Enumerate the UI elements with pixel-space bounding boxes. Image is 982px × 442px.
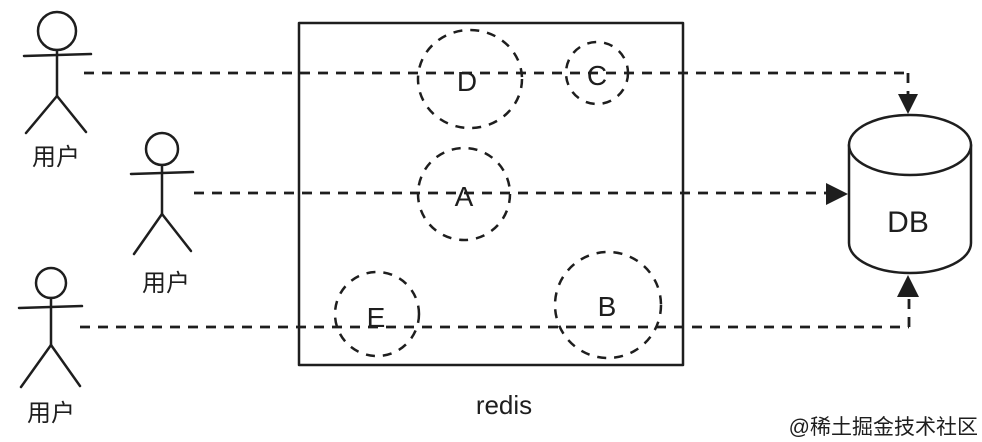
cache-node-circle: [553, 250, 663, 360]
cache-node-e: E: [333, 270, 421, 358]
arrowhead-up-icon: [897, 275, 919, 297]
arrow-user1-to-db: [84, 71, 918, 114]
user-label-3: 用户: [27, 400, 75, 427]
db-cylinder-body: [847, 143, 973, 275]
actor-arms: [129, 170, 195, 176]
cache-node-circle: [564, 40, 630, 106]
db-cylinder-top: [847, 113, 973, 177]
cache-node-a: A: [416, 146, 512, 242]
cache-node-label: B: [598, 291, 617, 322]
actor-leg-right: [160, 212, 193, 253]
db-cylinder: DB: [847, 113, 973, 275]
cache-node-label: D: [457, 66, 477, 97]
actor-head: [144, 131, 180, 167]
arrow-user3-to-db: [80, 275, 919, 329]
cache-node-circle: [333, 270, 421, 358]
user-label-1: 用户: [32, 144, 80, 171]
redis-label: redis: [476, 390, 532, 420]
actor-leg-left: [132, 212, 164, 256]
actor-leg-right: [49, 343, 82, 388]
cache-node-label: C: [587, 60, 607, 91]
user-actor-1: [22, 10, 93, 135]
user-actor-3: [17, 266, 84, 389]
actor-head: [34, 266, 68, 300]
watermark: @稀土掘金技术社区: [789, 416, 978, 439]
arrow-user2-to-db: [194, 183, 848, 205]
db-label: DB: [887, 206, 929, 239]
user-label-2: 用户: [142, 270, 190, 297]
actor-arms: [22, 52, 93, 58]
actor-leg-left: [24, 94, 59, 135]
cache-node-d: D: [416, 28, 524, 130]
cache-node-circle: [416, 28, 524, 130]
cache-node-c: C: [564, 40, 630, 106]
cache-node-circle: [416, 146, 512, 242]
actor-head: [36, 10, 78, 52]
actor-leg-right: [55, 94, 88, 134]
cache-node-label: E: [367, 302, 386, 333]
cache-node-label: A: [455, 181, 474, 212]
arrowhead-right-icon: [826, 183, 848, 205]
redis-box: [297, 21, 685, 367]
actor-leg-left: [19, 343, 53, 389]
actor-arms: [17, 304, 84, 310]
cache-node-b: B: [553, 250, 663, 360]
arrowhead-down-icon: [898, 94, 918, 114]
user-actor-2: [129, 131, 195, 256]
